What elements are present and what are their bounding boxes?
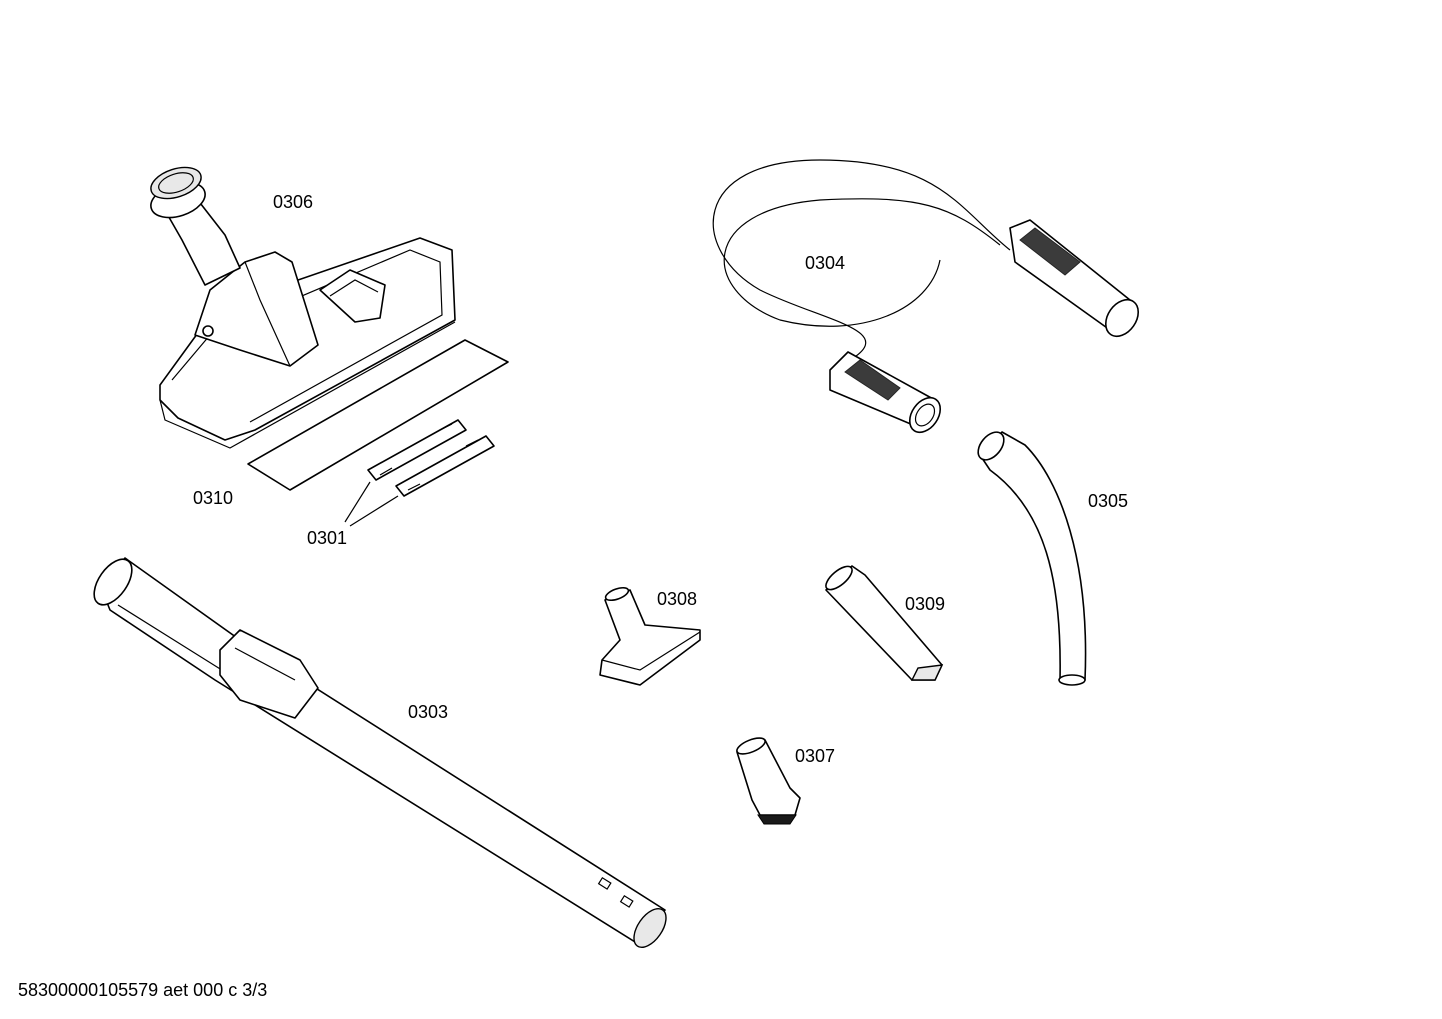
label-0306: 0306 — [273, 192, 313, 212]
pad-strip — [247, 339, 509, 491]
upholstery-nozzle — [599, 586, 701, 686]
label-0305: 0305 — [1088, 491, 1128, 511]
label-0303: 0303 — [408, 702, 448, 722]
label-0307: 0307 — [795, 746, 835, 766]
crevice-nozzle — [825, 565, 944, 681]
label-0310: 0310 — [193, 488, 233, 508]
floor-nozzle — [150, 166, 456, 449]
clips — [344, 419, 495, 527]
handle — [977, 431, 1087, 686]
hose — [712, 159, 1140, 434]
small-brush — [736, 737, 801, 825]
document-id: 58300000105579 aet 000 c 3/3 — [18, 980, 268, 1000]
telescopic-tube — [93, 557, 667, 948]
label-0309: 0309 — [905, 594, 945, 614]
label-0301: 0301 — [307, 528, 347, 548]
label-0304: 0304 — [805, 253, 845, 273]
label-0308: 0308 — [657, 589, 697, 609]
